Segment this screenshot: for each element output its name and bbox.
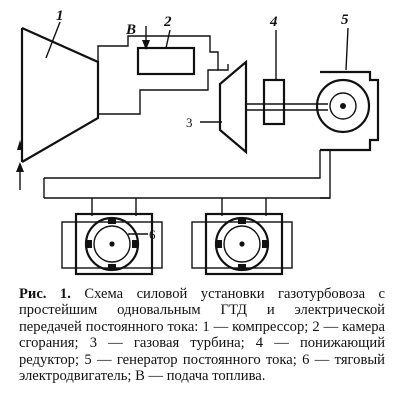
bus-return: [320, 150, 331, 199]
label-3: 3: [186, 115, 193, 130]
label-6: 6: [149, 227, 156, 242]
bus-left: [43, 178, 330, 199]
label-fuel: B: [125, 22, 136, 38]
caption-label: Рис. 1.: [19, 286, 71, 302]
fuel-arrowhead: [142, 40, 150, 50]
air-duct-lower: [98, 69, 218, 115]
generator-rotor: [329, 92, 357, 120]
generator-housing: [320, 70, 380, 152]
generator-stator: [315, 78, 371, 134]
label-4: 4: [269, 14, 278, 30]
power-plant-schematic: 1 2 B 3 4 5 6: [16, 8, 380, 276]
combustion-chamber: [136, 46, 196, 76]
air-inlet-arrowhead-top: [17, 140, 23, 150]
turbine-shape: [218, 59, 248, 155]
label-1: 1: [56, 8, 64, 24]
shaft: [246, 103, 328, 111]
leader-2: [165, 29, 171, 49]
label-2: 2: [163, 14, 172, 30]
air-duct: [97, 35, 229, 71]
label-5: 5: [341, 12, 349, 28]
generator-core: [340, 103, 346, 109]
compressor-shape: [20, 26, 100, 163]
traction-motor-2: [191, 198, 293, 276]
bus-top: [44, 150, 321, 179]
leader-1: [45, 21, 61, 59]
figure-caption: Рис. 1. Схема силовой установки газотурб…: [19, 286, 385, 384]
air-inlet-arrowhead-bottom: [16, 162, 24, 172]
reducer: [262, 78, 286, 126]
traction-motor-1: [61, 198, 163, 276]
leader-5: [345, 27, 349, 71]
caption-text: Схема силовой установки газотурбовоза с …: [19, 286, 385, 385]
